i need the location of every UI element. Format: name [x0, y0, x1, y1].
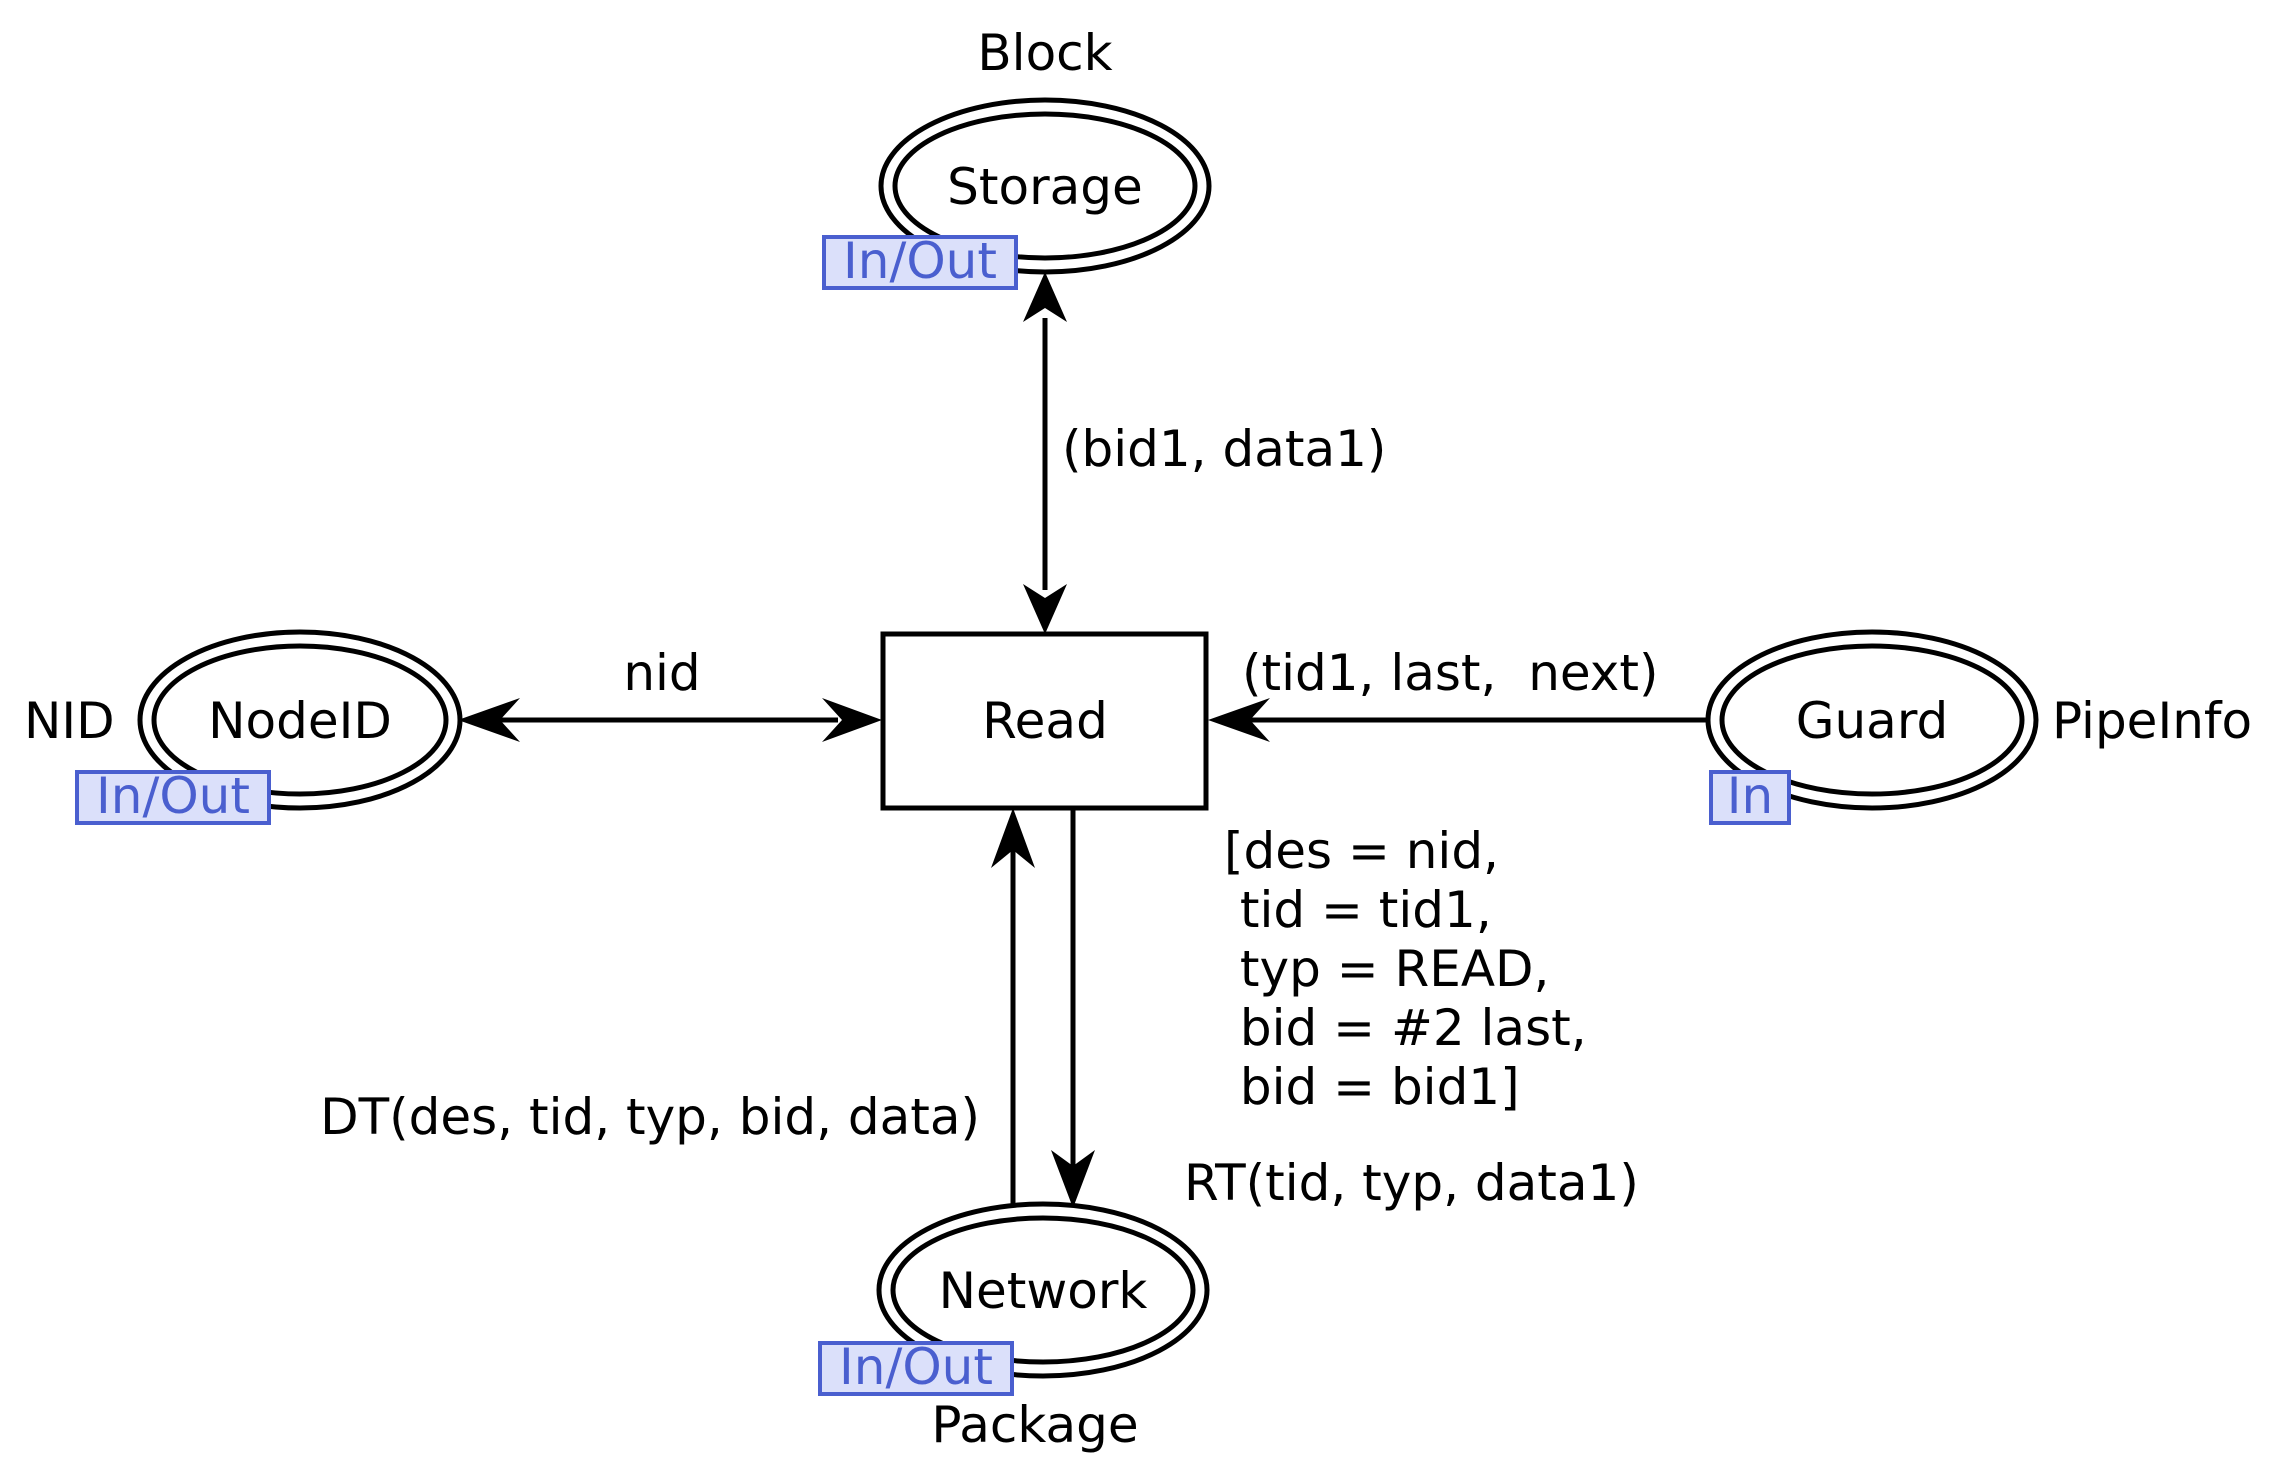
place-network-label: Network — [939, 1262, 1148, 1320]
guard-line: tid = tid1, — [1224, 881, 1492, 939]
place-network-port-tag — [818, 1341, 1014, 1396]
arc-guard-read — [1208, 698, 1708, 742]
place-guard[interactable]: Guard In PipeInfo — [1705, 629, 2252, 825]
place-guard-port-label: In — [1727, 767, 1773, 825]
arrowhead-to-read-right — [1208, 698, 1270, 742]
place-storage-inner-ring — [892, 111, 1198, 261]
arc-network-to-read-inscription: DT(des, tid, typ, bid, data) — [320, 1088, 980, 1146]
place-storage-type: Block — [977, 24, 1112, 82]
arc-nodeid-read-inscription: nid — [623, 644, 700, 702]
place-guard-label: Guard — [1796, 692, 1949, 750]
place-network[interactable]: Network In/Out Package — [818, 1201, 1210, 1454]
place-network-type: Package — [931, 1396, 1138, 1454]
guard-line: bid = #2 last, — [1224, 999, 1587, 1057]
transition-read-guard: [des = nid, tid = tid1, typ = READ, bid … — [1224, 822, 1587, 1116]
arc-storage-read — [1023, 272, 1067, 634]
place-nodeid-label: NodeID — [208, 692, 392, 750]
guard-line: typ = READ, — [1224, 940, 1549, 998]
arc-read-to-network-inscription: RT(tid, typ, data1) — [1184, 1154, 1639, 1212]
arc-network-to-read — [991, 808, 1035, 1206]
arrowhead-to-storage — [1023, 272, 1067, 322]
place-nodeid-type: NID — [24, 692, 115, 750]
arc-guard-read-inscription: (tid1, last, next) — [1242, 644, 1658, 702]
place-storage[interactable]: Storage In/Out Block — [822, 24, 1212, 290]
place-storage-port-tag — [822, 235, 1018, 290]
arrowhead-to-nodeid — [458, 698, 520, 742]
place-storage-label: Storage — [947, 158, 1143, 216]
arc-read-to-network — [1051, 810, 1095, 1208]
transition-read-box[interactable] — [880, 631, 1209, 811]
transition-read[interactable]: Read — [880, 631, 1209, 811]
guard-line: bid = bid1] — [1224, 1058, 1520, 1116]
place-guard-type: PipeInfo — [2052, 692, 2252, 750]
place-nodeid-port-label: In/Out — [96, 767, 250, 825]
place-network-inner-ring — [890, 1215, 1196, 1365]
place-network-port-label: In/Out — [839, 1338, 993, 1396]
arrowhead-to-network — [1051, 1150, 1095, 1208]
arrowhead-to-read-top — [1023, 584, 1067, 634]
place-nodeid-inner-ring — [151, 643, 449, 797]
arc-storage-read-inscription: (bid1, data1) — [1062, 420, 1386, 478]
arrowhead-to-read-bottom — [991, 808, 1035, 868]
place-guard-inner-ring — [1719, 643, 2025, 797]
place-storage-port-label: In/Out — [843, 232, 997, 290]
arrowhead-to-read-left — [822, 698, 882, 742]
transition-read-label: Read — [982, 692, 1108, 750]
place-nodeid-port-tag — [75, 770, 271, 825]
place-guard-port-tag — [1709, 770, 1791, 825]
place-nodeid[interactable]: NodeID In/Out NID — [24, 629, 463, 825]
guard-line: [des = nid, — [1224, 822, 1499, 880]
arc-nodeid-read — [458, 698, 882, 742]
